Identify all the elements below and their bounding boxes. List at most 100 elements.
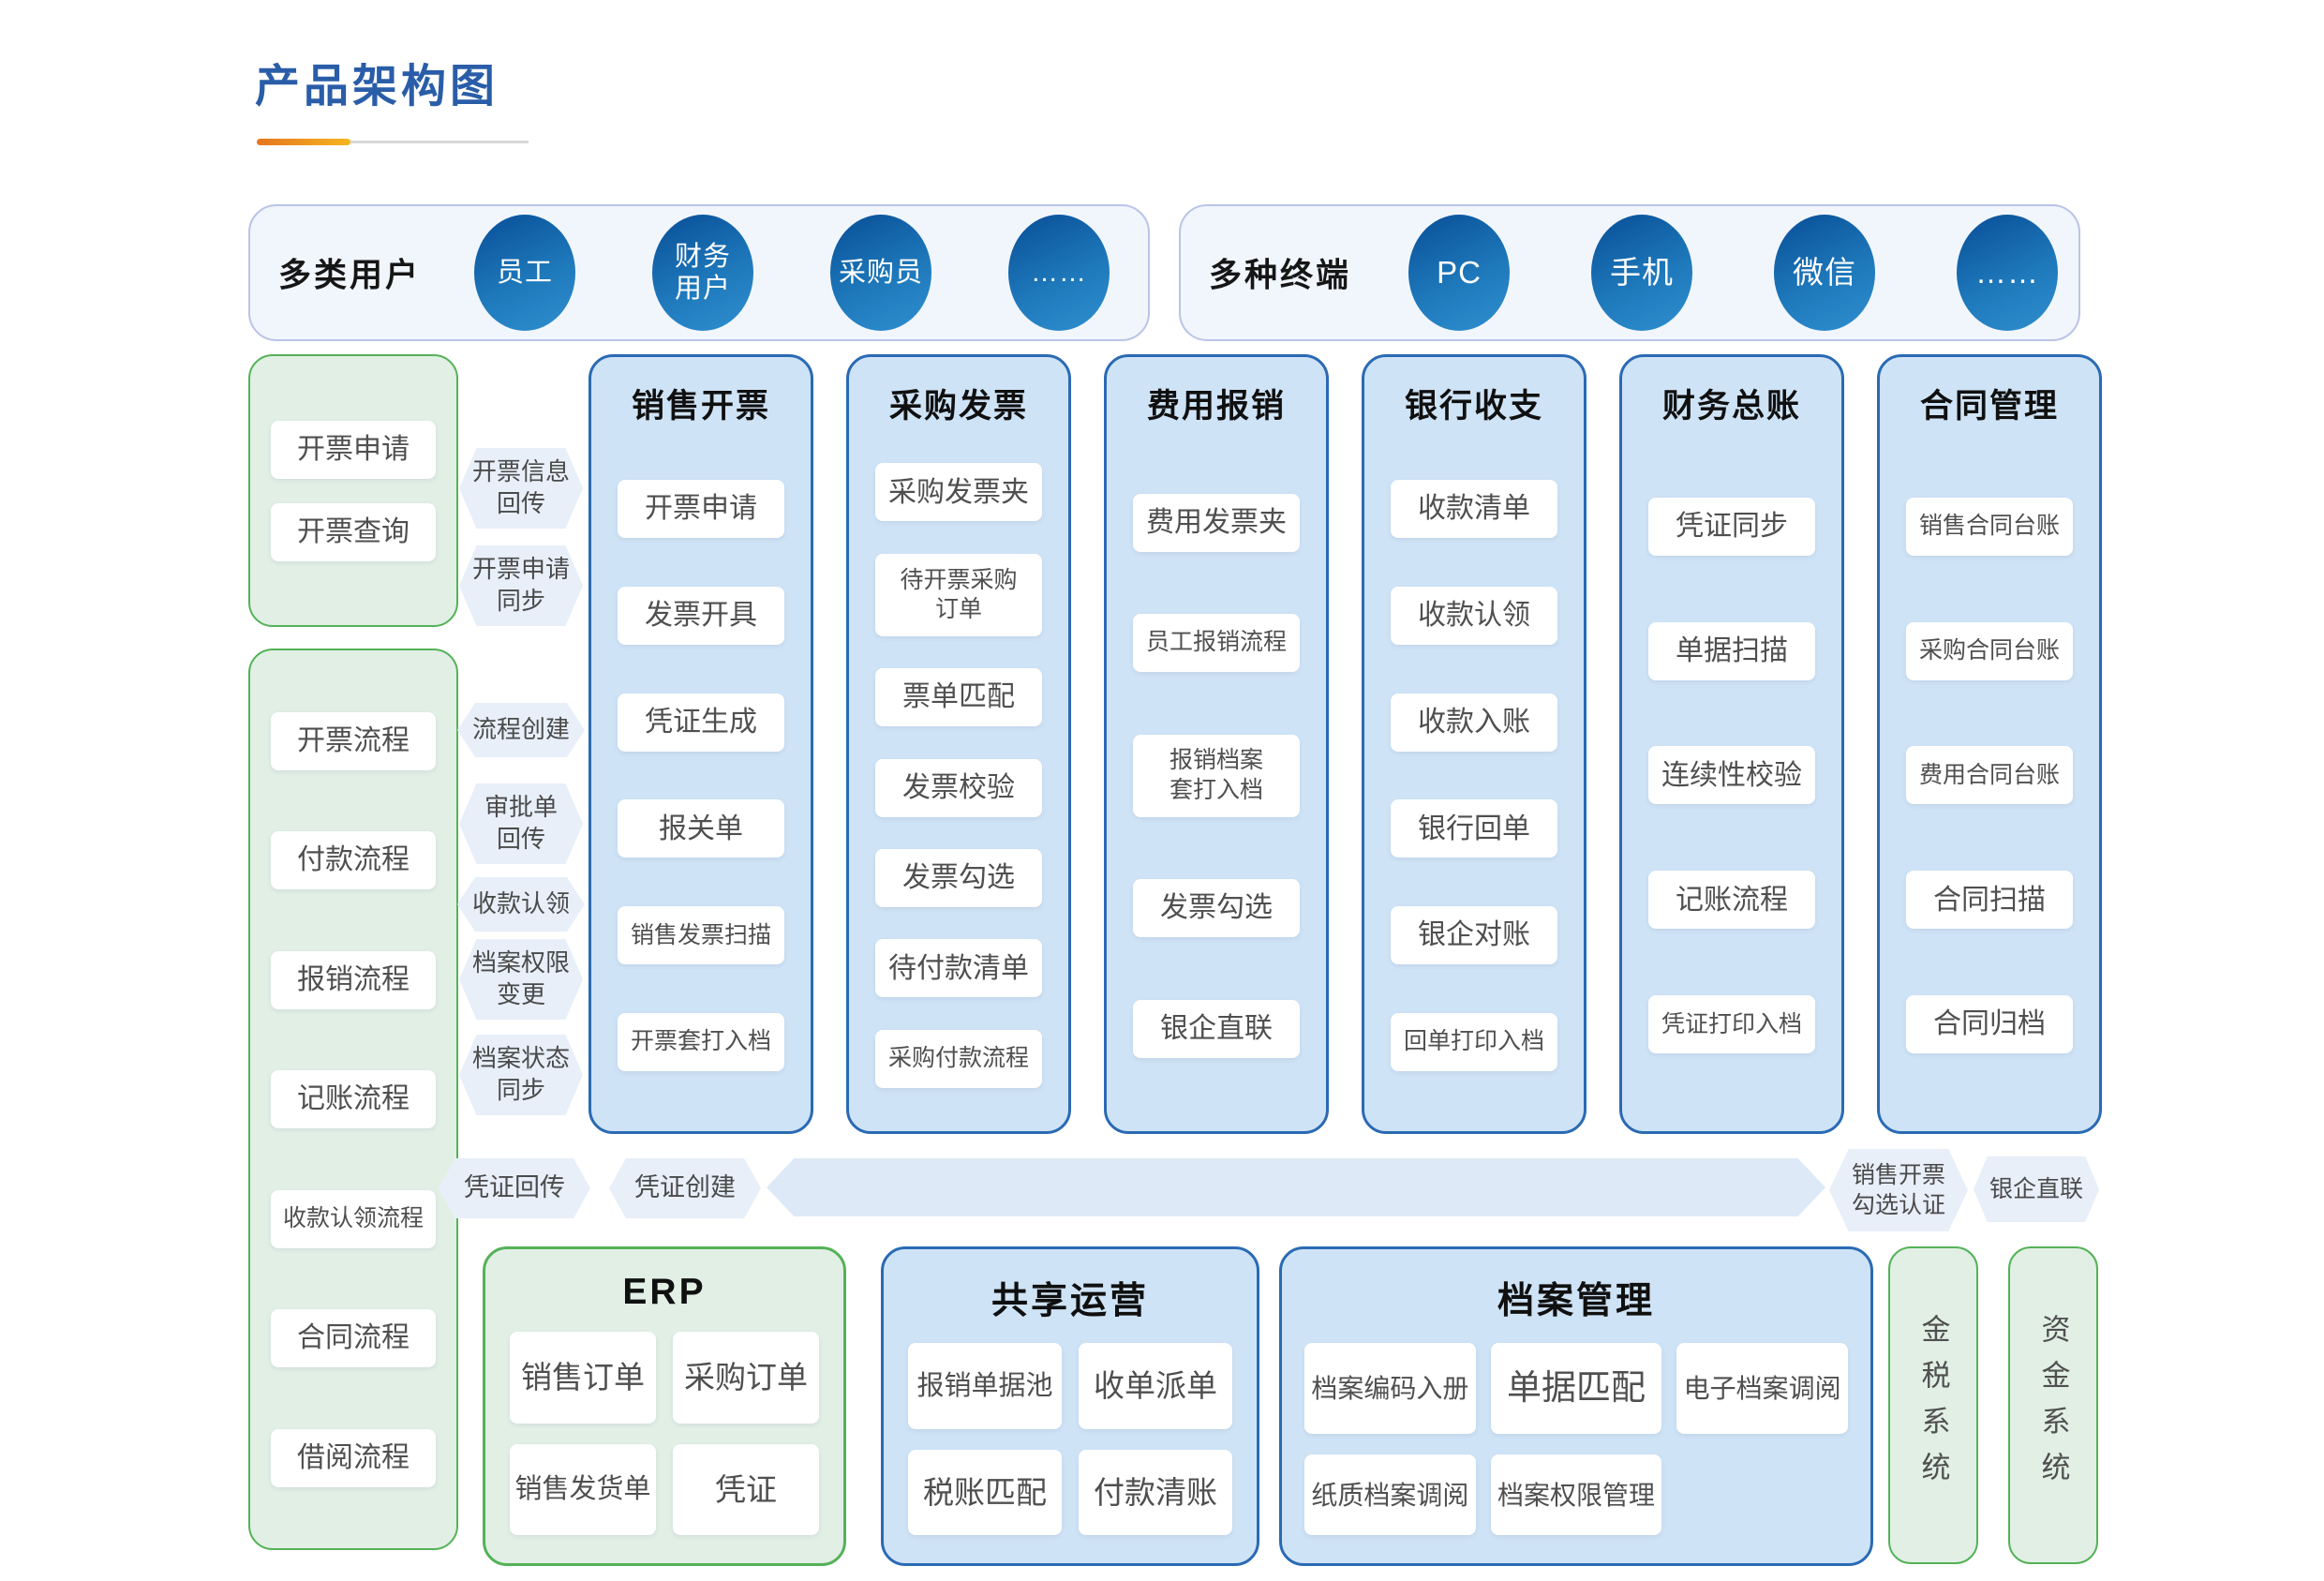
module-chip: 凭证同步 bbox=[1648, 497, 1815, 556]
module-chip: 采购发票夹 bbox=[875, 463, 1042, 522]
module-chip: 银行回单 bbox=[1391, 799, 1557, 858]
title-underline-track bbox=[350, 141, 529, 143]
module-chip: 单据扫描 bbox=[1648, 621, 1815, 680]
module-chip: 档案权限管理 bbox=[1490, 1454, 1662, 1535]
module-chip: 采购付款流程 bbox=[875, 1029, 1042, 1088]
module-chip: 开票套打入档 bbox=[618, 1013, 784, 1072]
users-group-label: 多类用户 bbox=[278, 257, 422, 294]
module-chip: 销售订单 bbox=[510, 1332, 656, 1424]
connector-label: 收款认领 bbox=[457, 877, 585, 932]
module-chip: 收款入账 bbox=[1391, 693, 1557, 752]
module-chip: 凭证生成 bbox=[618, 693, 784, 752]
connector-label: 销售开票勾选认证 bbox=[1829, 1149, 1968, 1231]
module-chip: 票单匹配 bbox=[875, 668, 1042, 727]
column-body: 开票申请 发票开具 凭证生成 报关单 销售发票扫描 开票套打入档 bbox=[591, 427, 811, 1131]
column-purchase-invoice: 采购发票 采购发票夹 待开票采购订单 票单匹配 发票校验 发票勾选 待付款清单 … bbox=[846, 354, 1071, 1134]
column-general-ledger: 财务总账 凭证同步 单据扫描 连续性校验 记账流程 凭证打印入档 bbox=[1619, 354, 1844, 1134]
connector-label: 银企直联 bbox=[1974, 1156, 2099, 1222]
terminal-circle-wechat: 微信 bbox=[1774, 215, 1875, 331]
module-chip: 收款认领流程 bbox=[271, 1189, 436, 1248]
column-contract-management: 合同管理 销售合同台账 采购合同台账 费用合同台账 合同扫描 合同归档 bbox=[1877, 354, 2102, 1134]
title-underline-accent bbox=[257, 139, 350, 145]
module-chip: 连续性校验 bbox=[1648, 746, 1815, 805]
column-header: 采购发票 bbox=[888, 388, 1028, 425]
terminals-group: 多种终端 PC 手机 微信 …… bbox=[1179, 204, 2080, 341]
module-chip: 费用合同台账 bbox=[1906, 746, 2073, 805]
connector-label: 审批单回传 bbox=[459, 783, 583, 864]
box-header: ERP bbox=[622, 1272, 707, 1312]
user-circle-more: …… bbox=[1008, 215, 1110, 331]
connector-label: 流程创建 bbox=[457, 703, 585, 757]
module-chip: 采购订单 bbox=[673, 1332, 819, 1424]
connector-label: 凭证创建 bbox=[609, 1158, 761, 1218]
user-circle-employee: 员工 bbox=[474, 215, 575, 331]
module-chip: 收单派单 bbox=[1079, 1343, 1232, 1429]
module-chip: 开票申请 bbox=[271, 420, 436, 479]
column-header: 银行收支 bbox=[1404, 388, 1543, 425]
column-body: 采购发票夹 待开票采购订单 票单匹配 发票校验 发票勾选 待付款清单 采购付款流… bbox=[849, 427, 1068, 1131]
panel-workflows: 开票流程 付款流程 报销流程 记账流程 收款认领流程 合同流程 借阅流程 bbox=[248, 649, 458, 1550]
module-chip: 发票勾选 bbox=[1133, 879, 1300, 937]
module-chip: 开票流程 bbox=[271, 711, 436, 770]
module-chip: 银企对账 bbox=[1391, 906, 1557, 965]
box-body: 销售订单 采购订单 销售发货单 凭证 bbox=[485, 1313, 843, 1563]
terminal-circle-mobile: 手机 bbox=[1591, 215, 1692, 331]
module-chip: 付款清账 bbox=[1079, 1449, 1232, 1535]
column-header: 财务总账 bbox=[1661, 388, 1801, 425]
module-chip: 回单打印入档 bbox=[1391, 1013, 1557, 1072]
column-sales-invoicing: 销售开票 开票申请 发票开具 凭证生成 报关单 销售发票扫描 开票套打入档 bbox=[588, 354, 813, 1134]
box-body: 报销单据池 收单派单 税账匹配 付款清账 bbox=[884, 1324, 1257, 1563]
module-chip: 收款清单 bbox=[1391, 479, 1557, 538]
column-bank-transactions: 银行收支 收款清单 收款认领 收款入账 银行回单 银企对账 回单打印入档 bbox=[1362, 354, 1587, 1134]
box-shared-operations: 共享运营 报销单据池 收单派单 税账匹配 付款清账 bbox=[881, 1246, 1259, 1566]
module-chip: 采购合同台账 bbox=[1906, 621, 2073, 680]
module-chip: 记账流程 bbox=[271, 1070, 436, 1128]
module-chip: 报销单据池 bbox=[908, 1343, 1062, 1429]
module-chip: 收款认领 bbox=[1391, 586, 1557, 645]
box-header: 档案管理 bbox=[1497, 1281, 1655, 1321]
module-chip: 单据匹配 bbox=[1490, 1343, 1662, 1435]
module-chip: 待付款清单 bbox=[875, 939, 1042, 998]
side-system-treasury: 资金系统 bbox=[2008, 1246, 2098, 1564]
users-group: 多类用户 员工 财务用户 采购员 …… bbox=[248, 204, 1150, 341]
column-body: 销售合同台账 采购合同台账 费用合同台账 合同扫描 合同归档 bbox=[1880, 427, 2099, 1131]
connector-label: 开票申请同步 bbox=[459, 545, 583, 626]
module-chip: 凭证打印入档 bbox=[1648, 995, 1815, 1054]
column-expense-reimbursement: 费用报销 费用发票夹 员工报销流程 报销档案套打入档 发票勾选 银企直联 bbox=[1104, 354, 1329, 1134]
module-chip: 报销流程 bbox=[271, 950, 436, 1009]
side-system-golden-tax: 金税系统 bbox=[1888, 1246, 1978, 1564]
module-chip: 纸质档案调阅 bbox=[1304, 1454, 1476, 1535]
module-chip: 合同扫描 bbox=[1906, 871, 2073, 930]
title-underline bbox=[257, 139, 529, 145]
box-archive-management: 档案管理 档案编码入册 单据匹配 电子档案调阅 纸质档案调阅 档案权限管理 bbox=[1279, 1246, 1873, 1566]
module-chip: 开票查询 bbox=[271, 502, 436, 561]
module-chip: 销售发票扫描 bbox=[618, 906, 784, 965]
module-chip: 销售合同台账 bbox=[1906, 497, 2073, 556]
user-circle-purchaser: 采购员 bbox=[830, 215, 931, 331]
module-chip: 税账匹配 bbox=[908, 1449, 1062, 1535]
module-chip: 待开票采购订单 bbox=[875, 553, 1042, 636]
module-chip: 合同流程 bbox=[271, 1309, 436, 1367]
connector-label: 凭证回传 bbox=[439, 1158, 590, 1218]
module-chip: 付款流程 bbox=[271, 831, 436, 889]
module-chip: 员工报销流程 bbox=[1133, 614, 1300, 672]
column-header: 费用报销 bbox=[1146, 388, 1286, 425]
box-erp: ERP 销售订单 采购订单 销售发货单 凭证 bbox=[483, 1246, 846, 1566]
connector-label: 档案状态同步 bbox=[459, 1035, 583, 1115]
column-body: 费用发票夹 员工报销流程 报销档案套打入档 发票勾选 银企直联 bbox=[1107, 427, 1326, 1131]
column-header: 合同管理 bbox=[1919, 388, 2059, 425]
connector-label: 开票信息回传 bbox=[459, 448, 583, 529]
box-body: 档案编码入册 单据匹配 电子档案调阅 纸质档案调阅 档案权限管理 bbox=[1282, 1324, 1870, 1563]
page-title: 产品架构图 bbox=[255, 62, 499, 112]
module-chip: 借阅流程 bbox=[271, 1428, 436, 1487]
column-body: 凭证同步 单据扫描 连续性校验 记账流程 凭证打印入档 bbox=[1622, 427, 1841, 1131]
terminal-circle-more: …… bbox=[1957, 215, 2058, 331]
module-chip: 报关单 bbox=[618, 799, 784, 858]
module-chip: 记账流程 bbox=[1648, 871, 1815, 930]
user-circle-finance: 财务用户 bbox=[652, 215, 753, 331]
column-body: 收款清单 收款认领 收款入账 银行回单 银企对账 回单打印入档 bbox=[1364, 427, 1584, 1131]
module-chip: 销售发货单 bbox=[510, 1443, 656, 1535]
module-chip: 档案编码入册 bbox=[1304, 1343, 1476, 1435]
module-chip: 报销档案套打入档 bbox=[1133, 734, 1300, 817]
panel-invoicing-requests: 开票申请 开票查询 bbox=[248, 354, 458, 627]
